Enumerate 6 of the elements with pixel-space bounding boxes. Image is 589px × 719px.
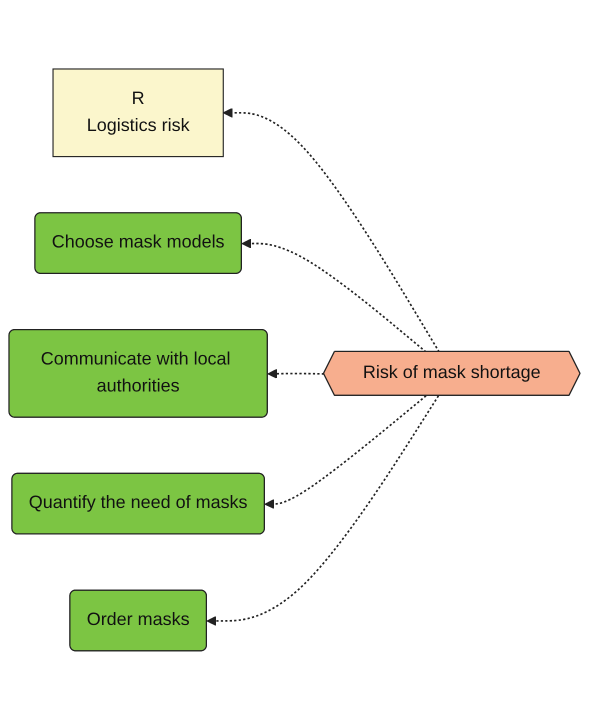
arrow [242,238,427,352]
node-box: R Logistics risk [52,68,224,157]
arrow [267,368,324,378]
arrow [222,107,440,352]
arrow [264,394,427,509]
arrow [206,394,440,626]
